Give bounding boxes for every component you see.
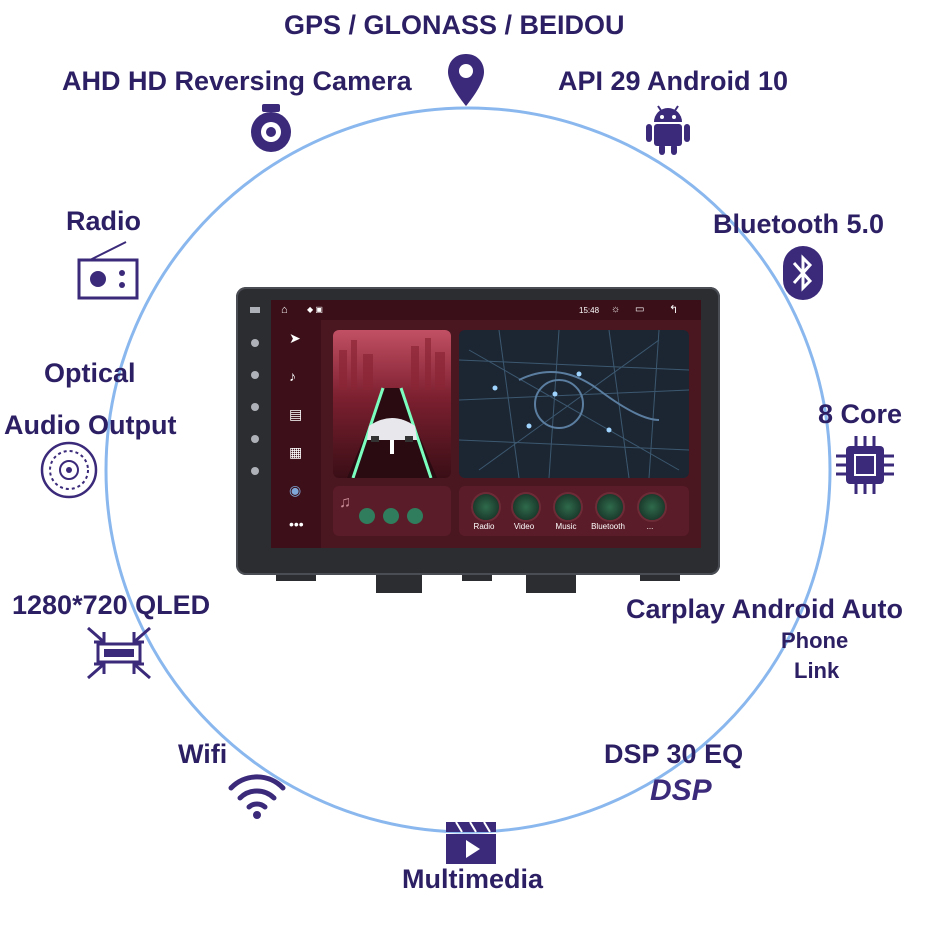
map-widget[interactable] <box>459 330 689 478</box>
gps-label: GPS / GLONASS / BEIDOU <box>284 10 625 40</box>
mount-bracket <box>462 571 492 581</box>
wifi-icon <box>228 774 286 819</box>
radio-icon <box>77 241 139 300</box>
status-icons: ◆ ▣ <box>307 305 323 314</box>
wifi-label: Wifi <box>178 739 228 769</box>
display-screen[interactable]: ⌂ ◆ ▣ 15:48 ☼ ▭ ↰ ➤ ♪ ▤ ▦ ◉ ••• <box>271 300 701 548</box>
dsp-logo: DSP <box>650 774 712 807</box>
road-widget[interactable] <box>333 330 451 478</box>
location-pin-icon <box>448 54 484 106</box>
resolution-label: 1280*720 QLED <box>12 590 211 620</box>
music-notes-icon: ♫ <box>339 494 351 511</box>
music-note-icon[interactable]: ♪ <box>289 368 296 384</box>
mount-bracket <box>640 571 680 581</box>
app-label: Video <box>513 522 535 531</box>
app-label: Bluetooth <box>591 522 625 531</box>
mount-bracket <box>276 571 316 581</box>
side-buttons <box>250 307 260 475</box>
radio-app-icon[interactable]: ▤ <box>289 406 303 422</box>
status-bar: ⌂ ◆ ▣ 15:48 ☼ ▭ ↰ <box>271 300 701 320</box>
apps-grid-icon[interactable]: ▦ <box>289 444 303 460</box>
home-icon[interactable]: ⌂ <box>281 304 288 316</box>
play-button[interactable] <box>383 508 399 524</box>
carplay-label: Carplay Android Auto <box>626 594 904 624</box>
resolution-icon <box>87 626 151 680</box>
brightness-icon[interactable]: ☼ <box>611 304 621 315</box>
bluetooth-icon <box>783 246 823 300</box>
music-app-button[interactable] <box>553 492 583 522</box>
next-button[interactable] <box>407 508 423 524</box>
bluetooth-label: Bluetooth 5.0 <box>713 209 885 239</box>
previous-button[interactable] <box>359 508 375 524</box>
navigation-icon[interactable]: ➤ <box>289 330 301 346</box>
app-label: ... <box>646 522 654 531</box>
more-apps-button[interactable] <box>637 492 667 522</box>
cpu-chip-icon <box>836 436 894 494</box>
multimedia-icon <box>446 822 496 864</box>
video-app-button[interactable] <box>511 492 541 522</box>
camera-label: AHD HD Reversing Camera <box>62 66 412 96</box>
music-widget[interactable]: ♫ <box>333 486 451 536</box>
android-label: API 29 Android 10 <box>558 66 789 96</box>
mount-bracket <box>376 571 422 593</box>
multimedia-label: Multimedia <box>402 864 544 894</box>
dsp-label: DSP 30 EQ <box>604 739 744 769</box>
phone-label: Phone <box>781 628 849 653</box>
app-label: Music <box>555 522 577 531</box>
optical-disc-icon <box>40 441 98 499</box>
road-illustration <box>339 338 445 478</box>
app-label: Radio <box>473 522 495 531</box>
link-label: Link <box>794 658 840 683</box>
android-icon <box>646 105 690 155</box>
back-icon[interactable]: ↰ <box>669 304 679 316</box>
mount-bracket <box>526 571 576 593</box>
audio-output-label: Audio Output <box>4 410 177 440</box>
windows-icon[interactable]: ▭ <box>635 304 645 315</box>
map-illustration <box>459 330 689 478</box>
radio-app-button[interactable] <box>471 492 501 522</box>
apps-widget: Radio Video Music Bluetooth ... <box>459 486 689 536</box>
camera-icon <box>251 104 291 152</box>
clock: 15:48 <box>579 306 600 315</box>
drop-icon[interactable]: ◉ <box>289 482 302 498</box>
bluetooth-app-button[interactable] <box>595 492 625 522</box>
core-label: 8 Core <box>818 399 903 429</box>
screen-sidebar: ➤ ♪ ▤ ▦ ◉ ••• <box>271 320 321 548</box>
head-unit: ⌂ ◆ ▣ 15:48 ☼ ▭ ↰ ➤ ♪ ▤ ▦ ◉ ••• <box>236 287 720 593</box>
radio-label: Radio <box>66 206 142 236</box>
more-icon[interactable]: ••• <box>289 516 304 532</box>
optical-label: Optical <box>44 358 136 388</box>
